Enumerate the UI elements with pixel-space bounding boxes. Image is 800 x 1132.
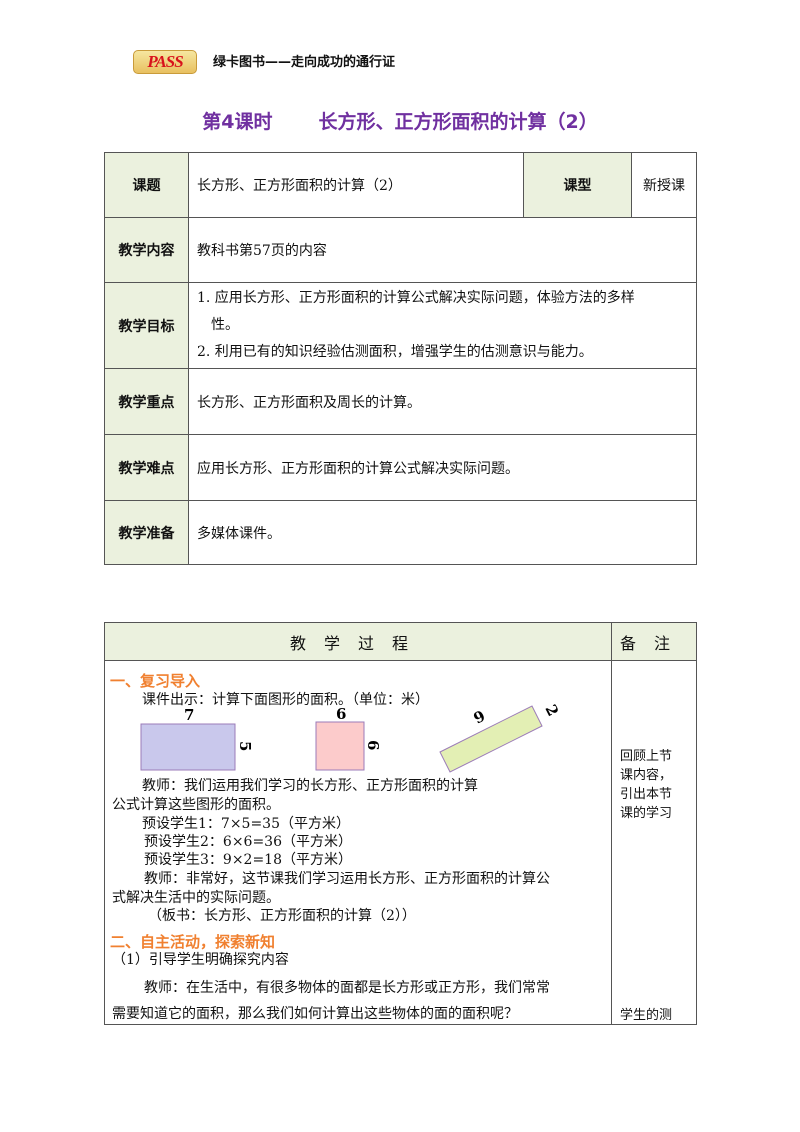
section-review-heading: 一、复习导入: [110, 672, 201, 690]
difficulty-value: 应用长方形、正方形面积的计算公式解决实际问题。: [188, 434, 697, 501]
teacher-line-2a: 教师：非常好，这节课我们学习运用长方形、正方形面积的计算公: [144, 871, 550, 887]
page-title: 第4课时长方形、正方形面积的计算（2）: [202, 111, 598, 133]
notes-bottom: 学生的测: [620, 1008, 673, 1023]
rectangle-figure: [140, 723, 236, 771]
teacher-line-2b: 式解决生活中的实际问题。: [112, 890, 280, 906]
section-explore-heading: 二、自主活动，探索新知: [110, 933, 276, 951]
teacher-line-3b: 需要知道它的面积，那么我们如何计算出这些物体的面的面积呢？: [112, 1006, 518, 1022]
notes-review: 回顾上节课内容，引出本节课的学习: [620, 749, 673, 821]
strip-width-label: 2: [541, 702, 562, 719]
topic-value: 长方形、正方形面积的计算（2）: [188, 152, 524, 218]
pass-logo: PASS: [133, 50, 197, 74]
blackboard-note: （板书：长方形、正方形面积的计算（2））: [148, 908, 416, 924]
square-figure: [315, 721, 365, 771]
goals-value: 1. 应用长方形、正方形面积的计算公式解决实际问题，体验方法的多样性。2. 利用…: [188, 282, 697, 369]
student-answer-3: 预设学生3：9×2=18（平方米）: [144, 852, 352, 868]
student-answer-2: 预设学生2：6×6=36（平方米）: [144, 834, 352, 850]
keypoints-label: 教学重点: [104, 368, 189, 435]
teacher-line-1b: 公式计算这些图形的面积。: [112, 797, 280, 813]
rect-width-label: 7: [184, 706, 194, 724]
header-slogan: 绿卡图书——走向成功的通行证: [213, 55, 396, 70]
square-height-label: 6: [364, 740, 382, 750]
content-value: 教科书第57页的内容: [188, 217, 697, 283]
rect-height-label: 5: [236, 741, 254, 751]
teacher-line-1a: 教师：我们运用我们学习的长方形、正方形面积的计算: [142, 778, 478, 794]
step-1-text: （1）引导学生明确探究内容: [112, 952, 289, 968]
preparation-value: 多媒体课件。: [188, 500, 697, 565]
strip-length-label: 9: [471, 707, 488, 728]
notes-header: 备注: [611, 622, 697, 661]
strip-figure: [439, 705, 543, 773]
difficulty-label: 教学难点: [104, 434, 189, 501]
courseware-text: 课件出示：计算下面图形的面积。（单位：米）: [142, 692, 429, 708]
student-answer-1: 预设学生1：7×5=35（平方米）: [142, 816, 350, 832]
square-side-label: 6: [336, 705, 346, 723]
goals-label: 教学目标: [104, 282, 189, 369]
type-value: 新授课: [631, 152, 697, 218]
teacher-line-3a: 教师：在生活中，有很多物体的面都是长方形或正方形，我们常常: [144, 980, 550, 996]
type-label: 课型: [523, 152, 632, 218]
notes-cell: [611, 660, 697, 1025]
lesson-info-table: 课题 长方形、正方形面积的计算（2） 课型 新授课 教学内容教科书第57页的内容…: [104, 152, 697, 565]
preparation-label: 教学准备: [104, 500, 189, 565]
topic-label: 课题: [104, 152, 189, 218]
